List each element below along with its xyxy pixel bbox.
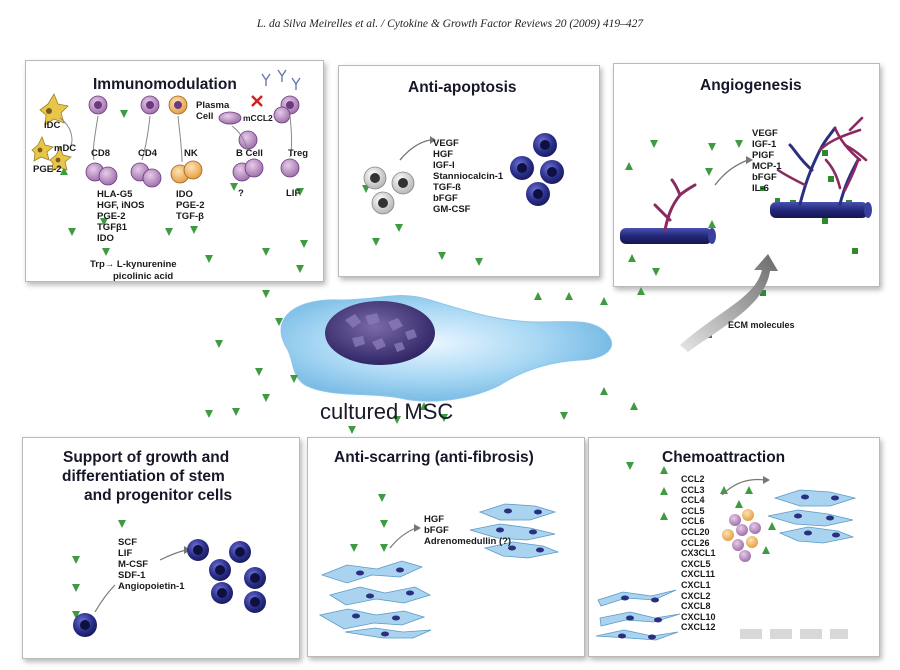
factor: CCL4 [681, 495, 705, 506]
factor: MCP-1 [752, 161, 782, 172]
chemoattraction-cells [595, 476, 857, 641]
factor: VEGF [752, 128, 778, 139]
factor: TGF-β [176, 211, 204, 222]
support-growth-cells [73, 539, 266, 637]
factor: bFGF [752, 172, 777, 183]
watermark-placeholder [740, 626, 880, 640]
factor: PlGF [752, 150, 775, 161]
label-mccl2: mCCL2 [243, 113, 273, 123]
factor: IGF-I [433, 160, 455, 171]
factor: SDF-1 [118, 570, 146, 581]
label-pathway-1: Trp→ L-kynurenine [90, 259, 177, 270]
factor: HGF, iNOS [97, 200, 145, 211]
factor: IL-6 [752, 183, 769, 194]
factor: PGE-2 [97, 211, 126, 222]
anti-scarring-fibroblasts [318, 503, 560, 639]
factor: CCL5 [681, 505, 705, 516]
angiogenesis-title: Angiogenesis [700, 77, 802, 94]
label-pge2-left: PGE-2 [33, 164, 62, 175]
support-growth-title-2: differentiation of stem [62, 468, 225, 485]
factor: CXCL1 [681, 579, 711, 590]
secreted-factor-triangles [60, 100, 776, 619]
factor: CCL26 [681, 537, 710, 548]
immunomodulation-cells [31, 69, 301, 188]
ecm-label: ECM molecules [728, 320, 795, 330]
immunomodulation-factors-mid: IDO PGE-2 TGF-β [176, 189, 205, 222]
label-pathway-2: picolinic acid [113, 271, 174, 282]
panel-support-growth [22, 437, 300, 659]
label-b-cell: B Cell [236, 148, 263, 159]
factor: TGF-ß [433, 182, 461, 193]
factor: CCL20 [681, 526, 710, 537]
anti-scarring-factors: HGF bFGF Adrenomedullin (?) [424, 514, 511, 547]
angiogenesis-vessels [620, 116, 872, 244]
anti-scarring-title: Anti-scarring (anti-fibrosis) [334, 449, 534, 466]
label-plasma-cell-1: Plasma [196, 100, 230, 111]
label-lif: LIF [286, 188, 301, 199]
msc-cell [280, 295, 612, 402]
factor: Stanniocalcin-1 [433, 171, 504, 182]
factor: HGF [433, 149, 454, 160]
anti-apoptosis-factors: VEGF HGF IGF-I Stanniocalcin-1 TGF-ß bFG… [433, 138, 503, 215]
anti-apoptosis-title: Anti-apoptosis [408, 79, 517, 96]
label-treg: Treg [288, 148, 309, 159]
factor: IDO [176, 189, 193, 200]
factor: CXCL10 [681, 611, 716, 622]
factor: CXCL5 [681, 558, 711, 569]
factor: CXCL2 [681, 590, 711, 601]
label-cd8: CD8 [91, 148, 111, 159]
factor: CXCL11 [681, 569, 716, 580]
chemoattraction-factors: CCL2 CCL3 CCL4 CCL5 CCL6 CCL20 CCL26 CX3… [681, 474, 716, 633]
factor: CX3CL1 [681, 548, 716, 559]
factor: IGF-1 [752, 139, 777, 150]
factor: CXCL12 [681, 622, 716, 633]
support-growth-title-3: and progenitor cells [84, 487, 233, 504]
ecm-arrow [680, 254, 778, 352]
anti-apoptosis-cells [363, 133, 564, 215]
factor: PGE-2 [176, 200, 205, 211]
factor: CCL3 [681, 484, 705, 495]
citation: L. da Silva Meirelles et al. / Cytokine … [256, 18, 644, 30]
factor: VEGF [433, 138, 459, 149]
factor: CCL2 [681, 474, 705, 484]
factor: HLA-G5 [97, 189, 133, 200]
label-mdc: mDC [54, 143, 77, 154]
factor: CXCL8 [681, 601, 711, 612]
factor: HGF [424, 514, 445, 525]
label-question: ? [238, 188, 244, 199]
factor: TGFβ1 [97, 222, 128, 233]
factor: M-CSF [118, 559, 149, 570]
factor: IDO [97, 233, 114, 244]
factor: bFGF [424, 525, 449, 536]
angiogenesis-factors: VEGF IGF-1 PlGF MCP-1 bFGF IL-6 [752, 128, 782, 194]
factor: Angiopoietin-1 [118, 581, 185, 592]
factor: LIF [118, 548, 133, 559]
msc-label: cultured MSC [320, 399, 454, 424]
immunomodulation-title: Immunomodulation [93, 76, 237, 93]
chemoattraction-title: Chemoattraction [662, 449, 786, 466]
msc-nucleus [325, 301, 435, 365]
support-growth-title-1: Support of growth and [63, 449, 230, 466]
label-plasma-cell-2: Cell [196, 111, 214, 122]
label-cd4: CD4 [138, 148, 158, 159]
support-growth-factors: SCF LIF M-CSF SDF-1 Angiopoietin-1 [118, 537, 185, 592]
label-nk: NK [184, 148, 198, 159]
factor: GM-CSF [433, 204, 471, 215]
label-idc: iDC [44, 120, 61, 131]
factor: SCF [118, 537, 137, 548]
factor: bFGF [433, 193, 458, 204]
immunomodulation-factors-left: HLA-G5 HGF, iNOS PGE-2 TGFβ1 IDO [97, 189, 145, 244]
factor: Adrenomedullin (?) [424, 536, 512, 547]
factor: CCL6 [681, 516, 705, 527]
